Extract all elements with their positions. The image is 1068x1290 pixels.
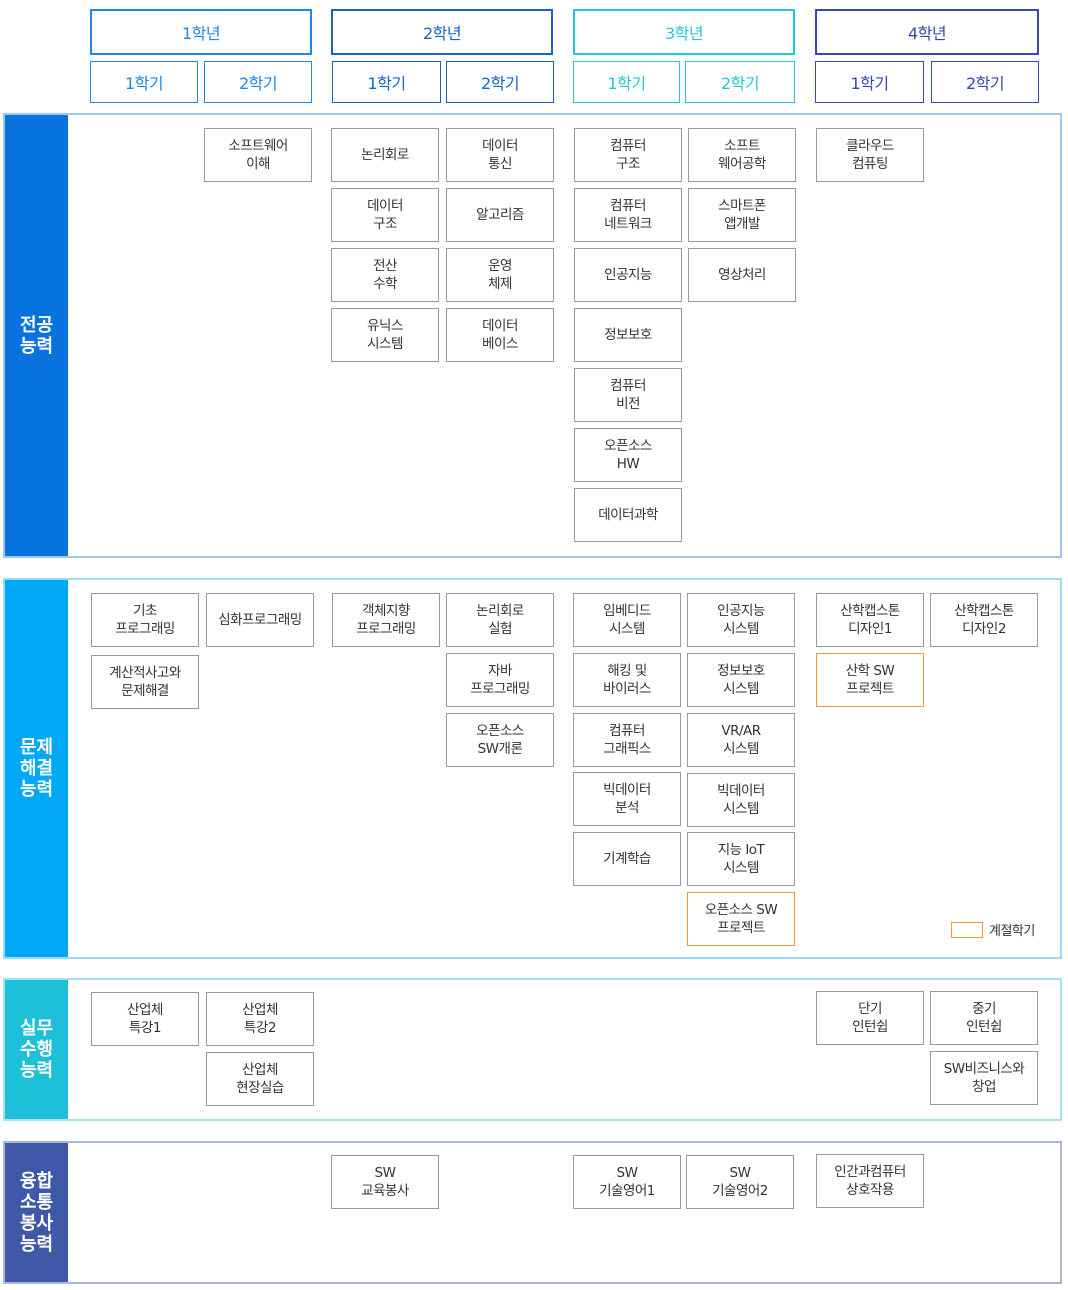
course-information-security[interactable]: 정보보호 [574, 308, 682, 362]
year-2-header: 2학년 [331, 9, 553, 55]
course-advanced-programming[interactable]: 심화프로그래밍 [206, 593, 314, 647]
seasonal-legend-label: 계절학기 [989, 924, 1035, 939]
course-unix-system[interactable]: 유닉스 시스템 [331, 308, 439, 362]
year-1-header: 1학년 [90, 9, 312, 55]
seasonal-legend-swatch [951, 921, 983, 938]
course-data-science[interactable]: 데이터과학 [574, 488, 682, 542]
course-cloud-computing[interactable]: 클라우드 컴퓨팅 [816, 128, 924, 182]
course-database[interactable]: 데이터 베이스 [446, 308, 554, 362]
year-4-semester-1: 1학기 [815, 61, 924, 103]
course-sw-tech-english-2[interactable]: SW 기술영어2 [686, 1155, 794, 1209]
course-data-communication[interactable]: 데이터 통신 [446, 128, 554, 182]
section-major-label: 전공 능력 [5, 115, 68, 556]
course-computational-thinking[interactable]: 계산적사고와 문제해결 [91, 655, 199, 709]
course-intelligent-iot-system[interactable]: 지능 IoT 시스템 [687, 832, 795, 886]
course-ai-system[interactable]: 인공지능 시스템 [687, 593, 795, 647]
course-logic-circuits-lab[interactable]: 논리회로 실험 [446, 593, 554, 647]
course-logic-circuits[interactable]: 논리회로 [331, 128, 439, 182]
section-major-competency: 전공 능력 [3, 113, 1062, 558]
year-4-semester-2: 2학기 [931, 61, 1039, 103]
course-software-engineering[interactable]: 소프트 웨어공학 [688, 128, 796, 182]
course-computer-graphics[interactable]: 컴퓨터 그래픽스 [573, 713, 681, 767]
year-1-semester-2: 2학기 [204, 61, 312, 103]
year-1-semester-1: 1학기 [90, 61, 198, 103]
section-practical-work-label: 실무 수행 능력 [5, 980, 68, 1119]
course-hacking-virus[interactable]: 해킹 및 바이러스 [573, 653, 681, 707]
course-basic-programming[interactable]: 기초 프로그래밍 [91, 593, 199, 647]
course-short-internship[interactable]: 단기 인턴쉽 [816, 991, 924, 1045]
section-problem-solving-label: 문제 해결 능력 [5, 580, 68, 957]
course-big-data-system[interactable]: 빅데이터 시스템 [687, 773, 795, 827]
year-3-semester-1: 1학기 [573, 61, 680, 103]
course-sw-tech-english-1[interactable]: SW 기술영어1 [573, 1155, 681, 1209]
course-big-data-analysis[interactable]: 빅데이터 분석 [573, 772, 681, 826]
course-data-structures[interactable]: 데이터 구조 [331, 188, 439, 242]
year-4-header: 4학년 [815, 9, 1039, 55]
course-operating-system[interactable]: 운영 체제 [446, 248, 554, 302]
course-sw-education-service[interactable]: SW 교육봉사 [331, 1155, 439, 1209]
course-computational-math[interactable]: 전산 수학 [331, 248, 439, 302]
section-fusion-label: 융합 소통 봉사 능력 [5, 1143, 68, 1282]
seasonal-semester-legend: 계절학기 [951, 920, 1035, 939]
course-oop[interactable]: 객체지향 프로그래밍 [332, 593, 440, 647]
course-computer-vision[interactable]: 컴퓨터 비전 [574, 368, 682, 422]
course-info-security-system[interactable]: 정보보호 시스템 [687, 653, 795, 707]
course-computer-architecture[interactable]: 컴퓨터 구조 [574, 128, 682, 182]
course-smartphone-app[interactable]: 스마트폰 앱개발 [688, 188, 796, 242]
course-computer-network[interactable]: 컴퓨터 네트워크 [574, 188, 682, 242]
course-machine-learning[interactable]: 기계학습 [573, 832, 681, 886]
course-embedded-system[interactable]: 임베디드 시스템 [573, 593, 681, 647]
course-sw-business-startup[interactable]: SW비즈니스와 창업 [930, 1051, 1038, 1105]
course-hci[interactable]: 인간과컴퓨터 상호작용 [816, 1154, 924, 1208]
year-3-semester-2: 2학기 [685, 61, 795, 103]
year-2-semester-2: 2학기 [446, 61, 554, 103]
course-image-processing[interactable]: 영상처리 [688, 248, 796, 302]
course-capstone-design-1[interactable]: 산학캡스톤 디자인1 [816, 593, 924, 647]
course-open-source-sw-project[interactable]: 오픈소스 SW 프로젝트 [687, 892, 795, 946]
course-industry-lecture-2[interactable]: 산업체 특강2 [206, 992, 314, 1046]
course-open-source-hw[interactable]: 오픈소스 HW [574, 428, 682, 482]
course-vr-ar-system[interactable]: VR/AR 시스템 [687, 713, 795, 767]
course-capstone-design-2[interactable]: 산학캡스톤 디자인2 [930, 593, 1038, 647]
section-problem-solving: 문제 해결 능력 [3, 578, 1062, 959]
year-3-header: 3학년 [573, 9, 795, 55]
course-algorithms[interactable]: 알고리즘 [446, 188, 554, 242]
course-artificial-intelligence[interactable]: 인공지능 [574, 248, 682, 302]
course-software-understanding[interactable]: 소프트웨어 이해 [204, 128, 312, 182]
course-industry-lecture-1[interactable]: 산업체 특강1 [91, 992, 199, 1046]
section-practical-work: 실무 수행 능력 [3, 978, 1062, 1121]
course-industry-field-practice[interactable]: 산업체 현장실습 [206, 1052, 314, 1106]
course-open-source-sw-intro[interactable]: 오픈소스 SW개론 [446, 713, 554, 767]
section-fusion-communication: 융합 소통 봉사 능력 [3, 1141, 1062, 1284]
course-java-programming[interactable]: 자바 프로그래밍 [446, 653, 554, 707]
year-2-semester-1: 1학기 [332, 61, 441, 103]
course-industry-sw-project[interactable]: 산학 SW 프로젝트 [816, 653, 924, 707]
course-mid-internship[interactable]: 중기 인턴쉽 [930, 991, 1038, 1045]
